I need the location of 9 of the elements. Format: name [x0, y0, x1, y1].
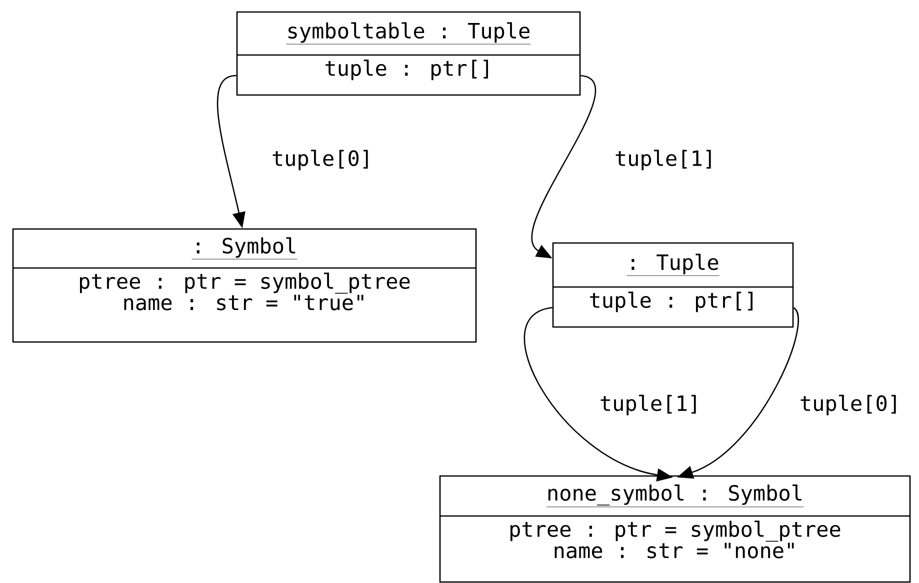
object-box: none_symbol : Symbol ptree : ptr = symbol_ptree name : str = "none" [439, 475, 911, 583]
arrow [532, 75, 596, 258]
object-box: : Tuple tuple : ptr[] [552, 242, 794, 328]
object-box: : Symbol ptree : ptr = symbol_ptree name : str = "true" [12, 228, 477, 343]
edge-label: tuple[1] [613, 148, 717, 172]
edge-label: tuple[0] [798, 394, 902, 416]
edge-label: tuple[0] [270, 148, 374, 172]
object-box: symboltable : Tuple tuple : ptr[] [236, 11, 581, 96]
edge-label: tuple[1] [598, 394, 702, 416]
